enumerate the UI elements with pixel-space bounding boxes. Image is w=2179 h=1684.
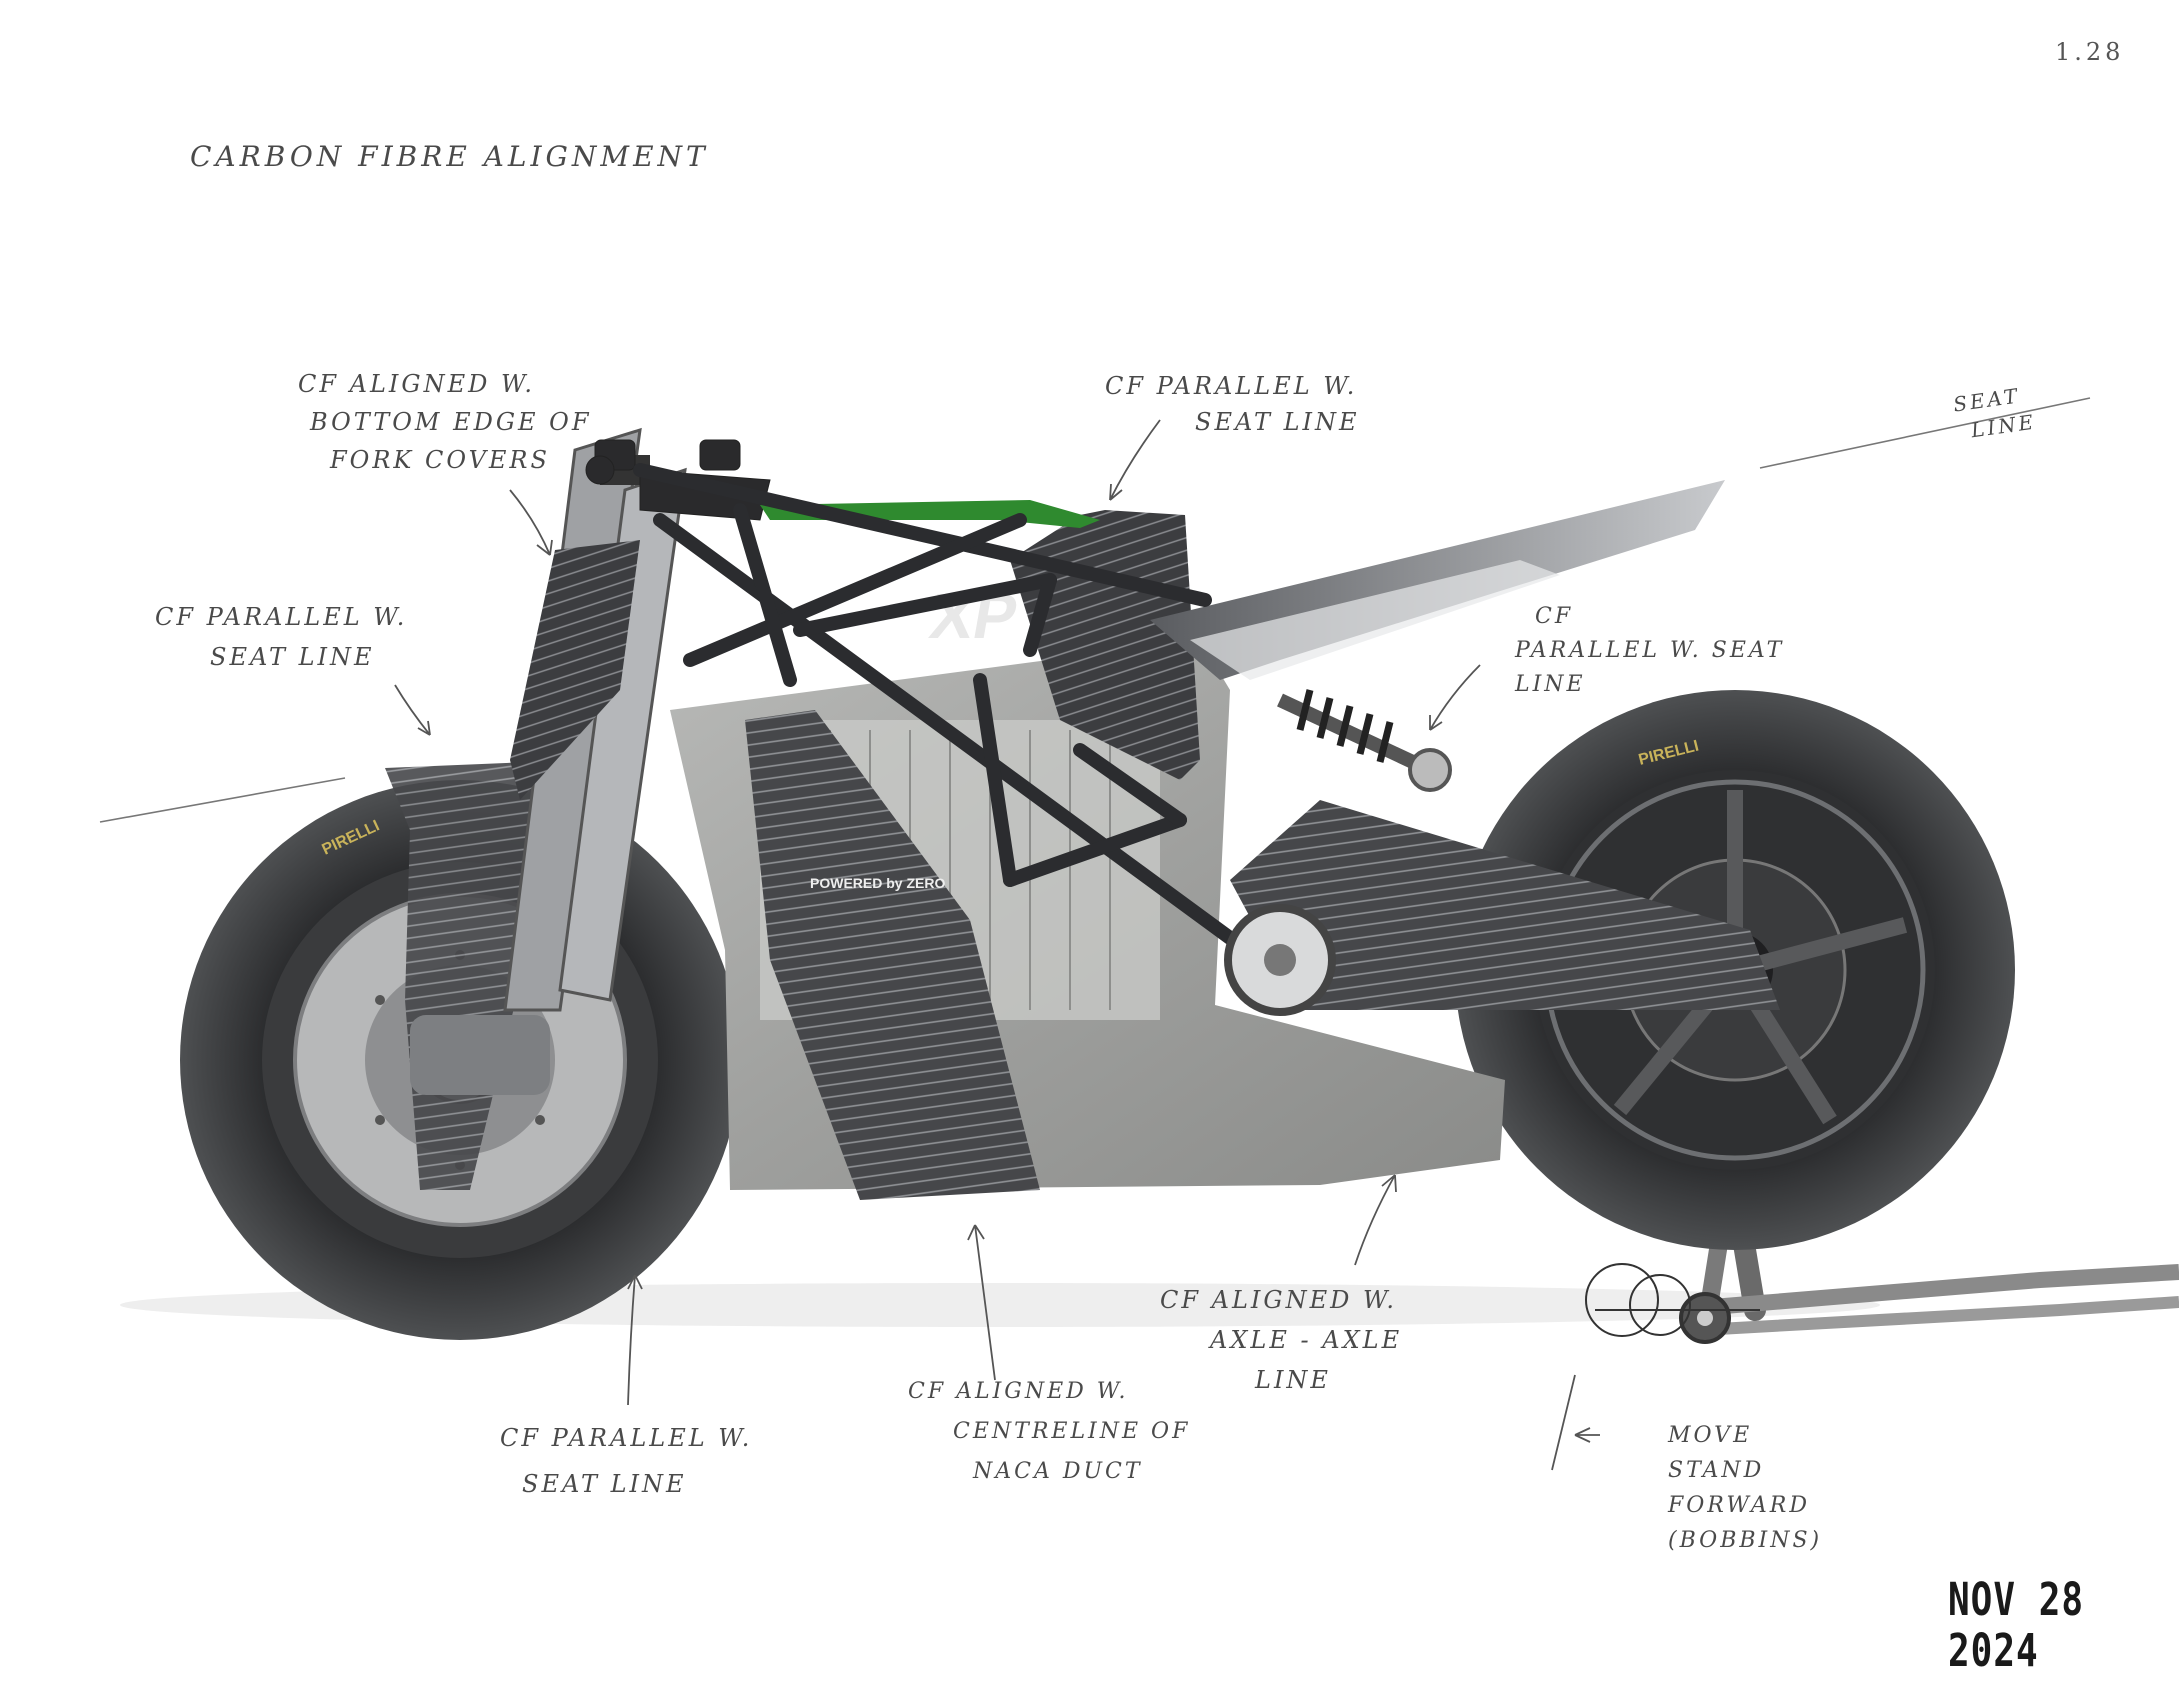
note-line: CF PARALLEL W. [155, 603, 408, 631]
note-line: PARALLEL W. SEAT [1515, 638, 1785, 663]
note-line: NACA DUCT [973, 1459, 1143, 1484]
front-fork [410, 427, 687, 1095]
note-line: FORWARD [1668, 1493, 1810, 1518]
side-panel [745, 710, 1040, 1200]
note-line: MOVE [1668, 1423, 1753, 1448]
note-line: CF PARALLEL W. [500, 1424, 753, 1452]
note-seat-line-right: SEAT LINE [1951, 380, 2038, 446]
note-line: SEAT LINE [210, 643, 375, 671]
page-title: CARBON FIBRE ALIGNMENT [190, 140, 709, 173]
note-line: CF ALIGNED W. [908, 1379, 1129, 1404]
note-line: CF ALIGNED W. [298, 370, 536, 398]
note-line: FORK COVERS [330, 446, 550, 474]
note-front-left: CF PARALLEL W. SEAT LINE [155, 597, 407, 677]
note-line: SEAT LINE [522, 1470, 687, 1498]
note-line: CF PARALLEL W. [1105, 372, 1358, 400]
swingarm [1230, 800, 1780, 1010]
note-naca: CF ALIGNED W. CENTRELINE OF NACA DUCT [908, 1372, 1190, 1492]
date-stamp: NOV 28 2024 [1948, 1574, 2085, 1678]
note-line: STAND [1668, 1458, 1765, 1483]
note-front-bottom: CF PARALLEL W. SEAT LINE [500, 1415, 752, 1507]
note-shock: CF PARALLEL W. SEAT LINE [1515, 600, 1784, 702]
page-number: 1.28 [2055, 38, 2125, 66]
note-seat-line-top: CF PARALLEL W. SEAT LINE [1105, 368, 1360, 440]
note-stand: MOVE STAND FORWARD (BOBBINS) [1668, 1418, 1822, 1558]
note-line: LINE [1255, 1366, 1331, 1394]
trellis-frame [633, 463, 1267, 967]
note-line: AXLE - AXLE [1210, 1326, 1403, 1354]
note-line: CF ALIGNED W. [1160, 1286, 1398, 1314]
note-line: LINE [1515, 672, 1586, 697]
note-line: CENTRELINE OF [953, 1419, 1191, 1444]
seat-line-left [99, 777, 346, 823]
seat-line-right [1759, 397, 2091, 469]
note-axle: CF ALIGNED W. AXLE - AXLE LINE [1160, 1280, 1402, 1400]
note-line: CF [1535, 604, 1574, 629]
note-line: SEAT LINE [1195, 408, 1360, 436]
note-fork-covers: CF ALIGNED W. BOTTOM EDGE OF FORK COVERS [298, 365, 592, 479]
note-line: BOTTOM EDGE OF [310, 408, 592, 436]
fork-cover [510, 540, 640, 800]
rear-shock [1277, 689, 1452, 792]
annotation-arrows [394, 419, 1600, 1471]
tank-cover [1010, 510, 1200, 780]
side-badge: POWERED by ZERO [810, 875, 945, 891]
note-line: (BOBBINS) [1668, 1528, 1823, 1553]
